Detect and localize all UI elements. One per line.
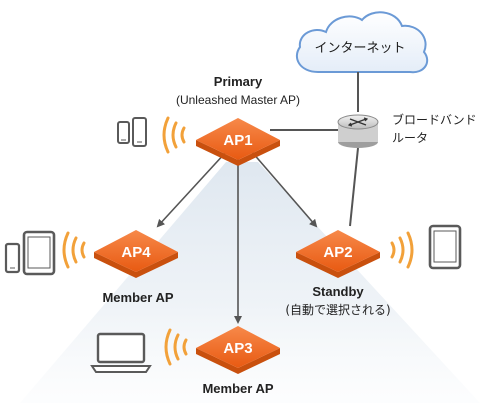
ap3-access-point: AP3 xyxy=(196,326,280,374)
tablet-icon xyxy=(22,230,56,276)
ap3-label: AP3 xyxy=(223,340,252,357)
ap2-access-point: AP2 xyxy=(296,230,380,278)
wifi-waves-icon xyxy=(164,328,188,366)
arrow-ap1-to-ap2 xyxy=(251,151,318,228)
cloud-icon: インターネット xyxy=(295,11,429,74)
router-label-line2: ルータ xyxy=(392,131,428,145)
wifi-waves-icon xyxy=(162,116,186,154)
cloud-label: インターネット xyxy=(314,41,405,56)
ap4-access-point: AP4 xyxy=(94,230,178,278)
ap3-role-label: Member AP xyxy=(202,381,273,396)
ap2-subtitle: (自動で選択される) xyxy=(285,303,390,317)
laptop-icon xyxy=(90,332,152,373)
wifi-waves-icon xyxy=(390,231,414,269)
primary-role-label: Primary xyxy=(214,74,263,89)
primary-subtitle: (Unleashed Master AP) xyxy=(176,93,300,107)
ap1-access-point: AP1 xyxy=(196,118,280,166)
smartphone-icon xyxy=(117,121,130,144)
ap1-label: AP1 xyxy=(223,132,252,149)
router-icon xyxy=(337,114,379,148)
wifi-waves-icon xyxy=(62,231,86,269)
tablet-icon xyxy=(428,224,462,270)
ap4-label: AP4 xyxy=(121,244,151,261)
arrow-ap1-to-ap4 xyxy=(156,151,227,228)
ap2-label: AP2 xyxy=(323,244,352,261)
router-ap2-link xyxy=(349,147,359,227)
router-label-line1: ブロードバンド xyxy=(392,112,477,127)
smartphone-icon xyxy=(132,117,147,147)
ap4-role-label: Member AP xyxy=(102,290,173,305)
smartphone-icon xyxy=(4,242,21,274)
ap2-role-label: Standby xyxy=(312,284,364,299)
